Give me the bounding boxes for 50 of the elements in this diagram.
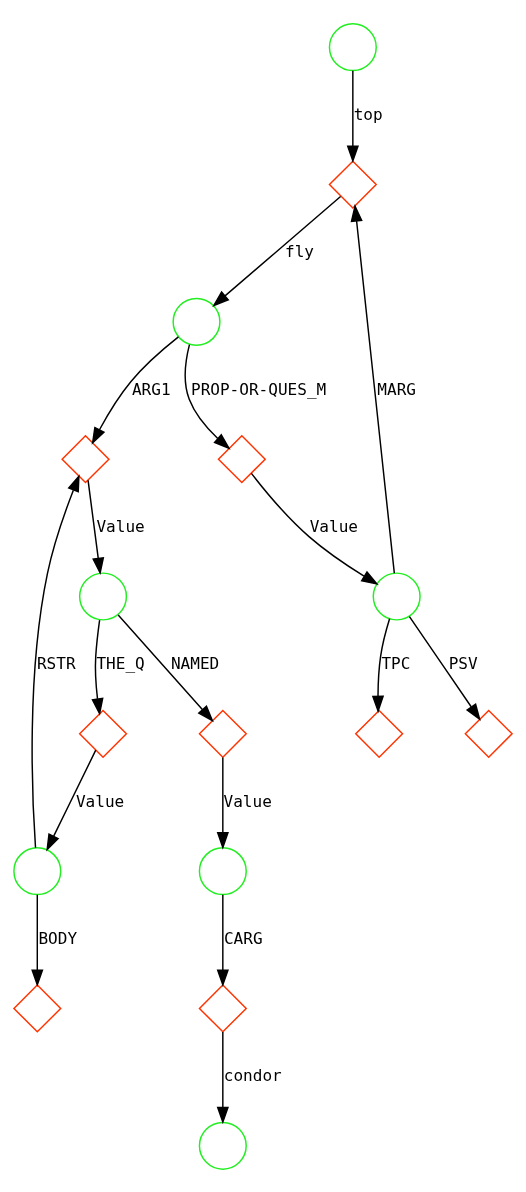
- edge-label: top: [353, 104, 383, 124]
- node-circle: [13, 846, 62, 895]
- edge-label: ARG1: [131, 379, 171, 399]
- arrow: [91, 618, 104, 716]
- arrow: [371, 617, 391, 713]
- arrow: [250, 472, 379, 585]
- edge-label: Value: [223, 791, 272, 811]
- arrow: [46, 748, 97, 851]
- arrow: [212, 195, 342, 307]
- node-diamond: [198, 983, 248, 1033]
- arrow: [91, 335, 180, 445]
- arrow: [216, 756, 229, 850]
- node-diamond: [217, 434, 267, 484]
- arrow: [346, 69, 359, 163]
- node-circle: [78, 571, 128, 621]
- edge-label: condor: [223, 1065, 282, 1085]
- node-diamond: [198, 708, 248, 758]
- node-circle: [372, 571, 421, 621]
- node-circle: [172, 297, 221, 346]
- edge-label: BODY: [38, 928, 78, 948]
- node-circle: [198, 1121, 247, 1170]
- node-diamond: [354, 708, 404, 758]
- edge-label: THE_Q: [96, 653, 145, 673]
- edge-label: RSTR: [36, 653, 76, 673]
- node-diamond: [464, 708, 514, 758]
- arrow: [350, 203, 396, 574]
- node-circle: [328, 22, 377, 71]
- node-diamond: [61, 434, 110, 484]
- edge-label: Value: [75, 791, 125, 811]
- arrow: [216, 1030, 229, 1124]
- arrow: [216, 893, 229, 987]
- edge-label: TPC: [381, 653, 411, 673]
- edge-label: fly: [285, 241, 315, 261]
- edge-label: Value: [309, 516, 359, 536]
- arrow: [31, 473, 80, 849]
- arrow: [408, 615, 481, 721]
- edge-label: NAMED: [170, 653, 220, 673]
- arrow: [31, 893, 44, 987]
- node-circle: [198, 846, 247, 895]
- arrow: [117, 613, 214, 722]
- node-diamond: [78, 708, 128, 758]
- node-diamond: [12, 983, 62, 1033]
- node-diamond: [328, 159, 378, 209]
- edge-label: Value: [96, 516, 145, 536]
- edge-label: CARG: [223, 928, 263, 948]
- arrow: [87, 479, 105, 575]
- edge-label: PROP-OR-QUES_M: [190, 379, 327, 399]
- edge-label: PSV: [448, 653, 478, 673]
- edge-label: MARG: [377, 379, 416, 399]
- arrow: [184, 343, 231, 450]
